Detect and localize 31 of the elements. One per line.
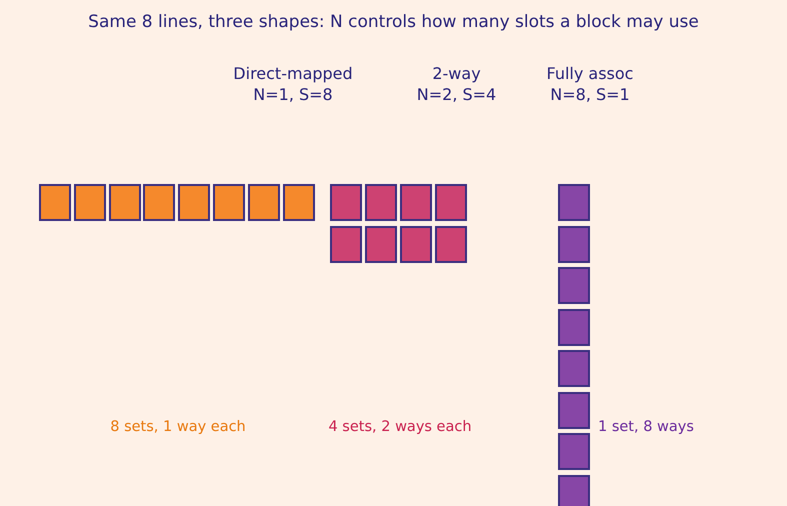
cache-slot bbox=[558, 350, 590, 387]
cache-slot bbox=[558, 392, 590, 428]
cache-slot bbox=[435, 184, 467, 221]
cache-slot bbox=[400, 226, 432, 263]
cache-slot bbox=[365, 184, 397, 221]
column-heading: 2-way N=2, S=4 bbox=[416, 64, 498, 106]
cache-slot bbox=[330, 184, 362, 221]
cache-slot bbox=[558, 267, 590, 304]
caption-text: 1 set, 8 ways bbox=[598, 418, 695, 437]
cache-slot bbox=[213, 184, 245, 221]
cache-slot bbox=[178, 184, 210, 221]
cache-slot bbox=[558, 226, 590, 262]
cache-slot bbox=[330, 226, 362, 263]
cache-slot bbox=[558, 433, 590, 470]
cache-slot bbox=[39, 184, 71, 221]
cache-slot bbox=[400, 184, 432, 221]
cache-slot bbox=[74, 184, 106, 221]
column-heading: Direct-mapped N=1, S=8 bbox=[232, 64, 354, 106]
cache-slot bbox=[108, 184, 141, 221]
cache-slot bbox=[365, 226, 397, 263]
cache-slot bbox=[558, 308, 590, 346]
cache-slot bbox=[558, 184, 590, 221]
column-heading: Fully assoc N=8, S=1 bbox=[546, 64, 634, 106]
cache-slot bbox=[558, 474, 590, 506]
cache-slot bbox=[143, 184, 176, 221]
diagram-title: Same 8 lines, three shapes: N controls how many slots a block may use bbox=[87, 12, 700, 32]
cache-slot bbox=[282, 184, 315, 221]
caption-text: 4 sets, 2 ways each bbox=[327, 418, 473, 437]
cache-slot bbox=[248, 184, 280, 221]
cache-slot bbox=[435, 226, 467, 263]
caption-text: 8 sets, 1 way each bbox=[109, 418, 247, 437]
